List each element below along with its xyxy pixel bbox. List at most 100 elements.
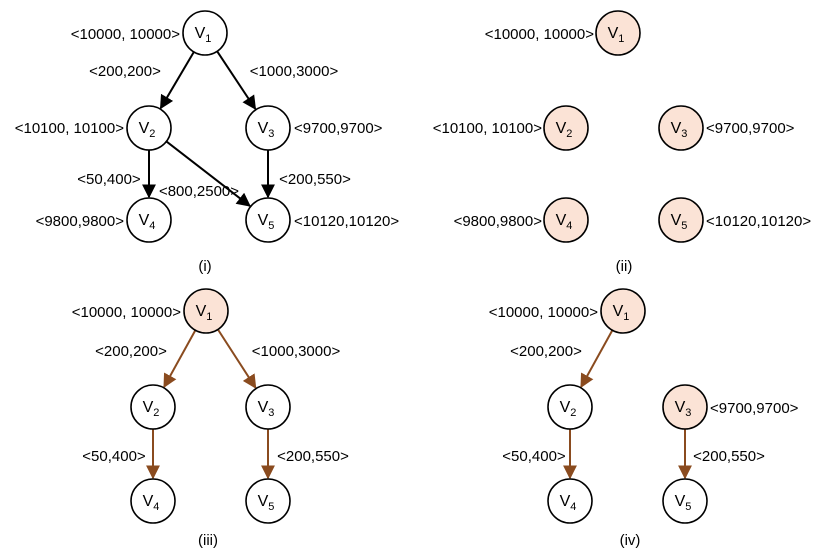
panel-ii-node-label-v2: <10100, 10100>: [433, 120, 543, 137]
node-name: V: [556, 212, 567, 229]
panel-i-edge-label-v2-v4: <50,400>: [77, 171, 141, 188]
panel-iii-node-v1: V1: [183, 288, 229, 334]
panel-i-node-v4: V4: [126, 197, 172, 243]
panel-iii-node-label-v1: <10000, 10000>: [72, 304, 182, 321]
node-subscript: 1: [205, 33, 211, 45]
panel-iii-node-v4: V4: [130, 478, 176, 524]
panel-ii-node-v2-name: V2: [556, 120, 573, 140]
node-name: V: [556, 120, 567, 137]
labels-layer: <200,200><1000,3000><50,400><800,2500><2…: [15, 26, 812, 549]
panel-iii-node-v5-circle: [245, 478, 291, 524]
node-subscript: 3: [681, 128, 687, 140]
panel-i-node-label-v3: <9700,9700>: [294, 120, 383, 137]
panel-ii-node-label-v1: <10000, 10000>: [485, 26, 595, 43]
panel-ii-node-v3: V3: [658, 105, 704, 151]
panel-ii-node-v5-circle: [658, 197, 704, 243]
panel-iii-node-v2: V2: [130, 384, 176, 430]
panel-iii-node-v4-name: V4: [143, 493, 160, 513]
node-name: V: [258, 493, 269, 510]
panel-iv-node-v1: V1: [600, 288, 646, 334]
node-subscript: 5: [268, 220, 274, 232]
panel-iii-node-v2-circle: [130, 384, 176, 430]
panel-ii-node-v4-circle: [543, 197, 589, 243]
panel-ii-node-v4: V4: [543, 197, 589, 243]
node-name: V: [675, 399, 686, 416]
node-subscript: 5: [268, 501, 274, 513]
panel-i-node-label-v5: <10120,10120>: [294, 213, 399, 230]
panel-ii-node-v3-name: V3: [671, 120, 688, 140]
panel-i-node-label-v2: <10100, 10100>: [15, 120, 125, 137]
panel-ii-node-label-v3: <9700,9700>: [706, 120, 795, 137]
panel-i-node-v2: V2: [126, 105, 172, 151]
panel-iv-node-v2-name: V2: [560, 399, 577, 419]
node-name: V: [258, 120, 269, 137]
panel-i-node-v5: V5: [245, 197, 291, 243]
node-name: V: [143, 399, 154, 416]
panel-i-node-v3-name: V3: [258, 120, 275, 140]
panel-i-node-v1-circle: [182, 10, 228, 56]
node-name: V: [671, 120, 682, 137]
panel-ii-caption: (ii): [616, 258, 633, 275]
panel-ii-node-v1: V1: [595, 10, 641, 56]
panel-ii-node-v4-name: V4: [556, 212, 573, 232]
panel-iv-caption: (iv): [620, 532, 641, 549]
panel-i-edge-v2-v5: [165, 140, 251, 207]
panel-iv-node-v5-name: V5: [675, 493, 692, 513]
panel-iv-node-v1-circle: [600, 288, 646, 334]
panel-iv-edge-v1-v2: [580, 329, 614, 389]
panel-ii-node-v5-name: V5: [671, 212, 688, 232]
panel-iv-edge-label-v3-v5: <200,550>: [693, 448, 765, 465]
panel-iii-node-v3-circle: [245, 384, 291, 430]
node-name: V: [258, 399, 269, 416]
node-name: V: [671, 212, 682, 229]
panel-iii-edge-label-v2-v4: <50,400>: [82, 448, 146, 465]
node-subscript: 4: [149, 220, 155, 232]
panel-i-edge-v1-v3: [216, 50, 257, 110]
panel-iv-node-v3-circle: [662, 384, 708, 430]
panel-i-node-v1-name: V1: [195, 25, 212, 45]
node-subscript: 3: [268, 407, 274, 419]
panel-ii-node-label-v5: <10120,10120>: [706, 213, 811, 230]
panel-iii-node-v1-circle: [183, 288, 229, 334]
panel-i-node-v2-circle: [126, 105, 172, 151]
panel-iv-node-v3-name: V3: [675, 399, 692, 419]
panel-iv-node-label-v3: <9700,9700>: [710, 400, 799, 417]
node-subscript: 1: [623, 311, 629, 323]
node-name: V: [143, 493, 154, 510]
edges-layer: [142, 50, 692, 480]
node-name: V: [560, 493, 571, 510]
panel-i-caption: (i): [198, 258, 211, 275]
node-subscript: 2: [153, 407, 159, 419]
panel-iii-edge-label-v3-v5: <200,550>: [277, 448, 349, 465]
node-subscript: 3: [685, 407, 691, 419]
node-name: V: [139, 212, 150, 229]
panel-iv-node-v4-circle: [547, 478, 593, 524]
node-name: V: [195, 25, 206, 42]
panel-i-edge-label-v1-v2: <200,200>: [89, 63, 161, 80]
panel-iv-node-label-v1: <10000, 10000>: [489, 304, 599, 321]
panel-iv-node-v3: V3: [662, 384, 708, 430]
panel-iv-node-v4: V4: [547, 478, 593, 524]
panel-iii-node-v3-name: V3: [258, 399, 275, 419]
panel-i-node-v3-circle: [245, 105, 291, 151]
panel-iv-node-v4-name: V4: [560, 493, 577, 513]
panel-ii-node-v2: V2: [543, 105, 589, 151]
panel-iii-edge-v1-v2: [163, 329, 197, 389]
panel-ii-node-v1-name: V1: [608, 25, 625, 45]
panel-i-node-v2-name: V2: [139, 120, 156, 140]
panel-ii-node-v1-circle: [595, 10, 641, 56]
panel-ii-node-v3-circle: [658, 105, 704, 151]
node-name: V: [608, 25, 619, 42]
panel-i-edge-label-v2-v5: <800,2500>: [159, 183, 239, 200]
panel-iv-edge-label-v2-v4: <50,400>: [502, 448, 566, 465]
node-subscript: 5: [685, 501, 691, 513]
node-name: V: [258, 212, 269, 229]
panel-iii-caption: (iii): [198, 532, 218, 549]
node-subscript: 4: [566, 220, 572, 232]
node-subscript: 2: [570, 407, 576, 419]
node-subscript: 4: [153, 501, 159, 513]
node-subscript: 3: [268, 128, 274, 140]
panel-i-node-label-v4: <9800,9800>: [36, 213, 125, 230]
panel-i-node-v3: V3: [245, 105, 291, 151]
